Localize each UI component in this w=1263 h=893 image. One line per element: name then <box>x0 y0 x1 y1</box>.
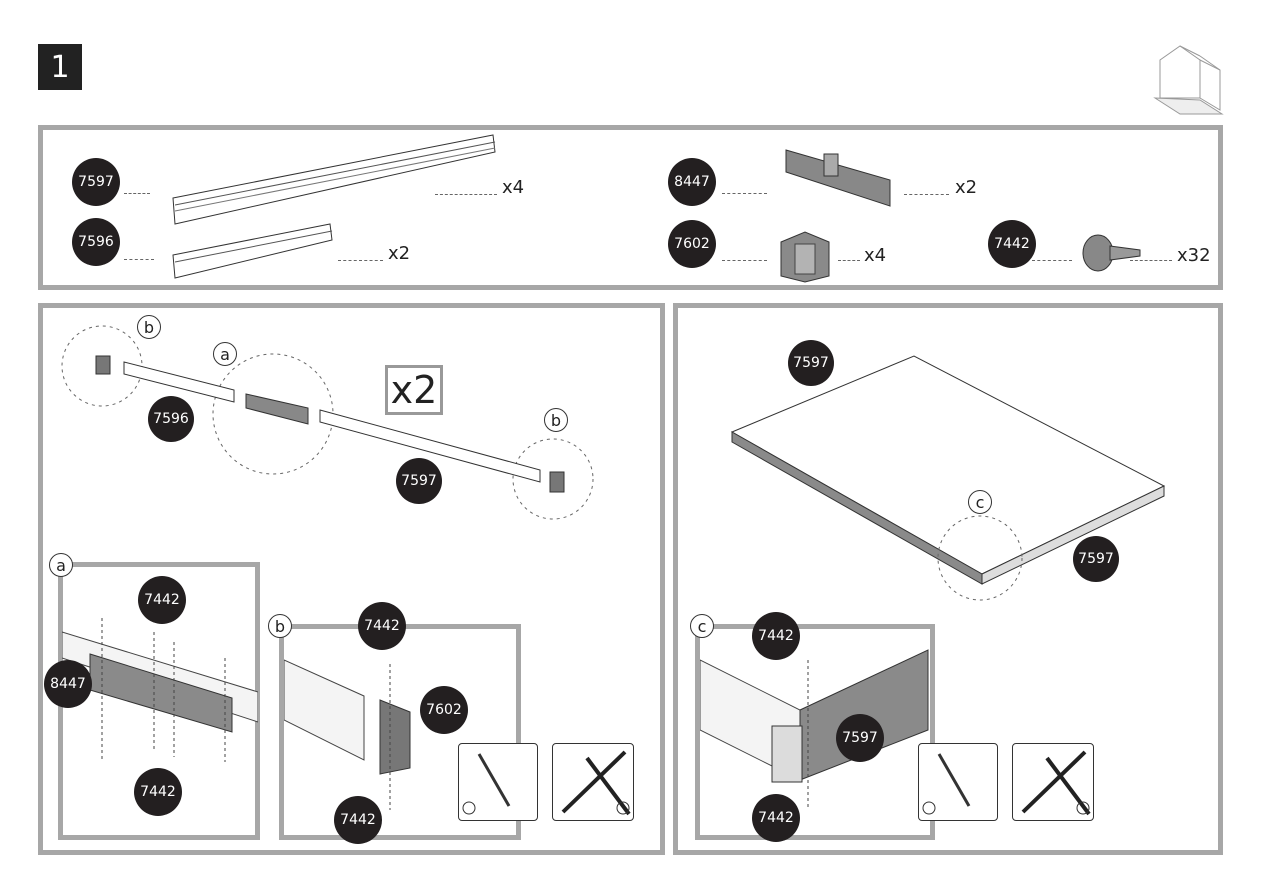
no-drill-icon <box>552 743 634 821</box>
part-badge-7596: 7596 <box>72 218 120 266</box>
detail-b-corner-badge: 7602 <box>420 686 468 734</box>
part-badge-7597: 7597 <box>72 158 120 206</box>
frame-bottom-badge: 7597 <box>1073 536 1119 582</box>
step-number: 1 <box>38 44 82 90</box>
right-assembly-panel <box>673 303 1223 855</box>
part-qty-7596: x2 <box>388 243 411 264</box>
detail-c-screw-badge: 7442 <box>752 612 800 660</box>
detail-a-screw-badge-bottom: 7442 <box>134 768 182 816</box>
detail-b-tag: b <box>268 614 292 638</box>
detail-label-a: a <box>213 342 237 366</box>
detail-a-tag: a <box>49 553 73 577</box>
detail-a-screw-badge: 7442 <box>138 576 186 624</box>
detail-c-screw-badge-bottom: 7442 <box>752 794 800 842</box>
part-qty-8447: x2 <box>955 177 978 198</box>
detail-c-image <box>700 649 929 810</box>
screw-7442-image <box>1082 234 1141 272</box>
screwdriver-icon-right <box>918 743 998 821</box>
part-badge-7442: 7442 <box>988 220 1036 268</box>
detail-a-image <box>62 618 258 762</box>
detail-b-screw-badge: 7442 <box>358 602 406 650</box>
side-rail-assembly-image <box>61 325 594 520</box>
rail-7597-badge: 7597 <box>396 458 442 504</box>
corner-7602-image <box>780 231 830 283</box>
part-qty-7597: x4 <box>502 177 525 198</box>
frame-top-badge: 7597 <box>788 340 834 386</box>
rail-7597-image <box>172 134 496 225</box>
detail-b-image <box>284 659 411 810</box>
no-drill-icon-right <box>1012 743 1094 821</box>
leader-line <box>124 193 150 194</box>
part-badge-8447: 8447 <box>668 158 716 206</box>
screwdriver-icon <box>458 743 538 821</box>
detail-label-c: c <box>968 490 992 514</box>
detail-c-rail-badge: 7597 <box>836 714 884 762</box>
greenhouse-icon <box>1153 45 1224 115</box>
detail-label-b: b <box>137 315 161 339</box>
multiplier-box: x2 <box>385 365 443 415</box>
connector-8447-image <box>785 149 891 207</box>
detail-a-connector-badge: 8447 <box>44 660 92 708</box>
detail-c-tag: c <box>690 614 714 638</box>
detail-label-b-right: b <box>544 408 568 432</box>
detail-c-panel <box>695 624 935 840</box>
rail-7596-badge: 7596 <box>148 396 194 442</box>
rail-7596-image <box>172 223 333 279</box>
detail-b-screw-badge-bottom: 7442 <box>334 796 382 844</box>
part-qty-7442: x32 <box>1177 245 1211 266</box>
part-badge-7602: 7602 <box>668 220 716 268</box>
part-qty-7602: x4 <box>864 245 887 266</box>
base-frame-image <box>730 355 1166 601</box>
